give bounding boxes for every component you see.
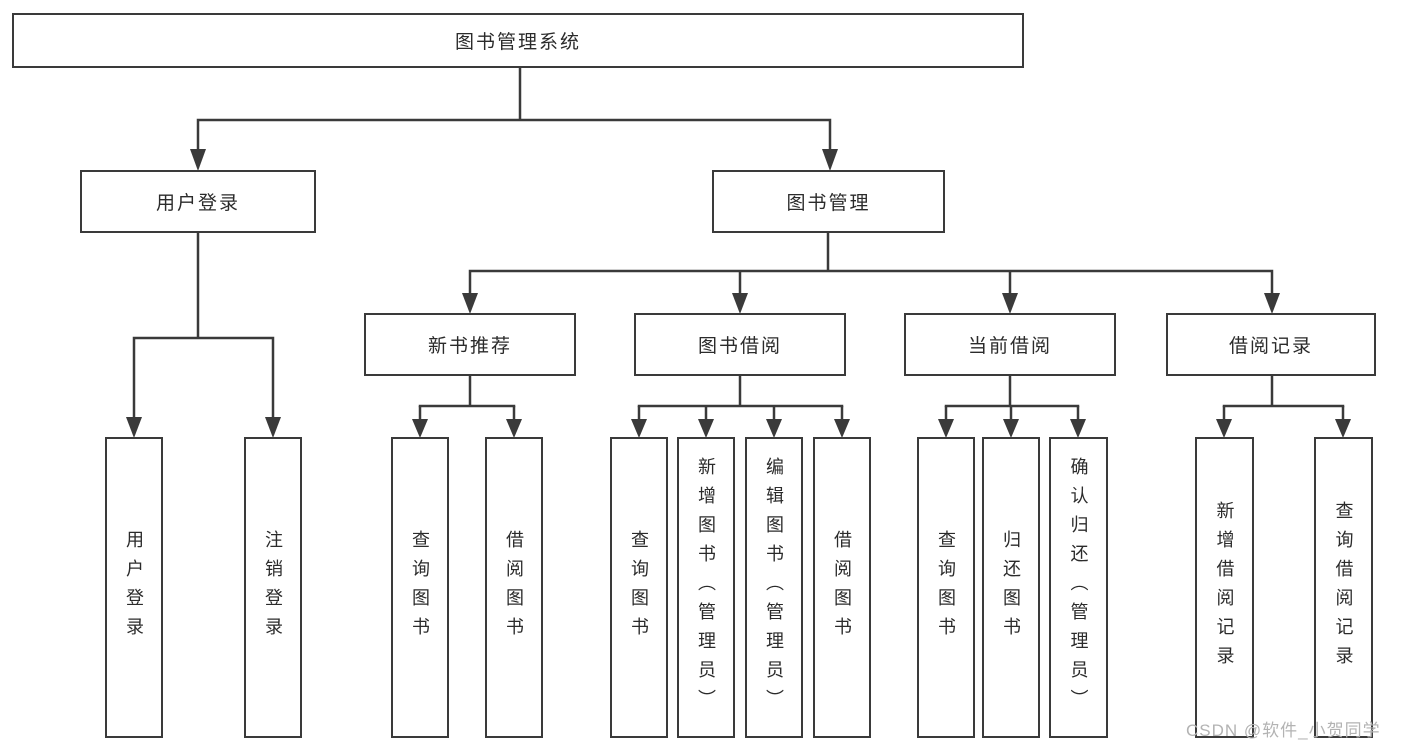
leaf-confirm-return-admin: 确认归还（管理员） bbox=[1049, 437, 1108, 738]
leaf-add-book-admin: 新增图书（管理员） bbox=[677, 437, 735, 738]
leaf-label: 用户登录 bbox=[124, 529, 144, 646]
leaf-label: 查询图书 bbox=[410, 529, 430, 646]
leaf-label: 查询图书 bbox=[936, 529, 956, 646]
node-root: 图书管理系统 bbox=[12, 13, 1024, 68]
node-label: 当前借阅 bbox=[967, 336, 1052, 357]
leaf-label: 确认归还（管理员） bbox=[1068, 457, 1089, 718]
leaf-label: 新增图书（管理员） bbox=[696, 457, 716, 718]
leaf-borrow-book-1: 借阅图书 bbox=[485, 437, 543, 738]
watermark: CSDN @软件_小贺同学 bbox=[1186, 721, 1381, 740]
node-user-login-branch: 用户登录 bbox=[80, 170, 316, 233]
leaf-query-book-1: 查询图书 bbox=[391, 437, 449, 738]
leaf-query-book-2: 查询图书 bbox=[610, 437, 668, 738]
leaf-label: 借阅图书 bbox=[504, 529, 524, 646]
leaf-label: 新增借阅记录 bbox=[1214, 500, 1235, 675]
node-new-book-recommend: 新书推荐 bbox=[364, 313, 576, 376]
leaf-label: 查询借阅记录 bbox=[1333, 500, 1354, 675]
leaf-query-book-3: 查询图书 bbox=[917, 437, 975, 738]
node-label: 借阅记录 bbox=[1228, 336, 1313, 357]
leaf-logout: 注销登录 bbox=[244, 437, 302, 738]
leaf-label: 查询图书 bbox=[629, 529, 649, 646]
leaf-label: 注销登录 bbox=[263, 529, 283, 646]
node-label: 图书管理 bbox=[786, 193, 871, 214]
leaf-edit-book-admin: 编辑图书（管理员） bbox=[745, 437, 803, 738]
node-label: 用户登录 bbox=[155, 193, 240, 214]
node-borrow-records: 借阅记录 bbox=[1166, 313, 1376, 376]
node-book-borrow: 图书借阅 bbox=[634, 313, 846, 376]
leaf-label: 借阅图书 bbox=[832, 529, 852, 646]
node-label: 新书推荐 bbox=[427, 336, 512, 357]
leaf-label: 编辑图书（管理员） bbox=[764, 457, 784, 718]
node-label: 图书借阅 bbox=[697, 336, 782, 357]
leaf-borrow-book-2: 借阅图书 bbox=[813, 437, 871, 738]
leaf-query-borrow-record: 查询借阅记录 bbox=[1314, 437, 1373, 738]
leaf-user-login: 用户登录 bbox=[105, 437, 163, 738]
leaf-return-book: 归还图书 bbox=[982, 437, 1040, 738]
node-current-borrow: 当前借阅 bbox=[904, 313, 1116, 376]
leaf-add-borrow-record: 新增借阅记录 bbox=[1195, 437, 1254, 738]
node-book-management-branch: 图书管理 bbox=[712, 170, 945, 233]
leaf-label: 归还图书 bbox=[1001, 529, 1021, 646]
node-root-label: 图书管理系统 bbox=[454, 32, 581, 53]
